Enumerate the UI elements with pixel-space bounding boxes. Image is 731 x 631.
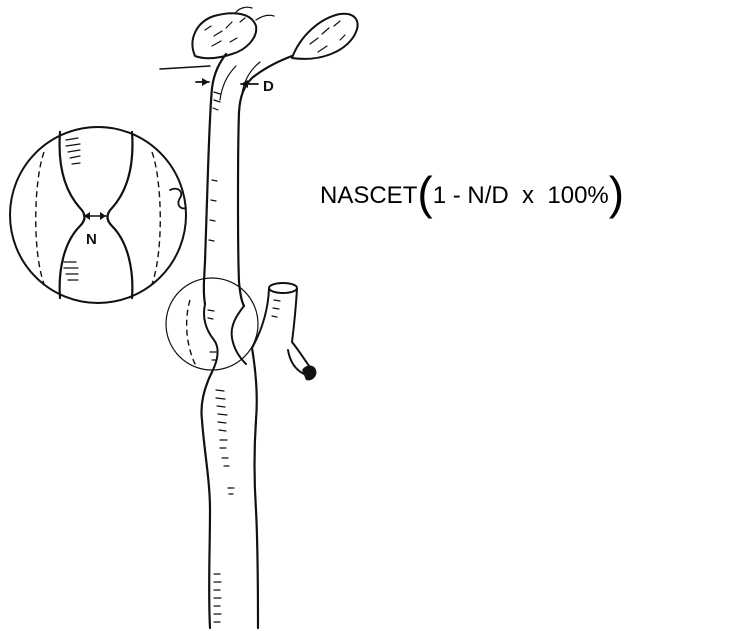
nascet-formula: NASCET ( 1 - N/D x 100% )	[320, 166, 624, 226]
internal-carotid-artery	[204, 54, 292, 306]
formula-expression: 1 - N/D x 100%	[433, 182, 609, 210]
diameter-measurement: D	[196, 78, 274, 95]
narrowest-label: N	[86, 231, 97, 248]
magnified-stenosis-inset: N	[10, 127, 186, 303]
diameter-label: D	[263, 78, 274, 95]
skull-base-structures	[160, 7, 358, 69]
common-carotid-artery	[201, 348, 258, 628]
formula-name: NASCET	[320, 182, 417, 210]
formula-open-paren: (	[417, 170, 432, 216]
external-carotid-artery	[252, 283, 316, 380]
bifurcation-region	[166, 278, 258, 372]
formula-close-paren: )	[609, 170, 624, 216]
